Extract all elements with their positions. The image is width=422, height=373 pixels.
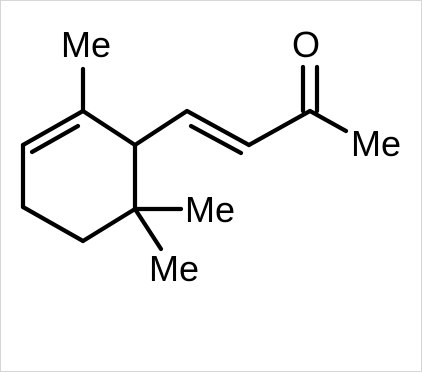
atom-label-me-ketone: Me [351, 123, 401, 164]
atom-label-me-gem-right: Me [185, 189, 235, 230]
bond-c9-me [307, 108, 349, 134]
bond-c1-c2-inner [29, 123, 81, 155]
atom-label-me-gem-bottom: Me [149, 248, 199, 289]
bond-c1-c2-double [20, 108, 86, 148]
bond-c6-c1 [80, 108, 138, 148]
bond-c7-c8-inner [188, 123, 244, 156]
bond-c7-c8-double [184, 108, 252, 148]
bond-c3-c4 [20, 204, 86, 244]
atom-label-me-top: Me [61, 24, 111, 65]
bond-c4-c5 [80, 206, 138, 244]
bond-c6-c7 [132, 108, 190, 148]
atom-label-oxygen: O [292, 24, 320, 65]
bond-c8-c9 [246, 108, 313, 148]
bond-c5-me-bottom [132, 206, 164, 252]
